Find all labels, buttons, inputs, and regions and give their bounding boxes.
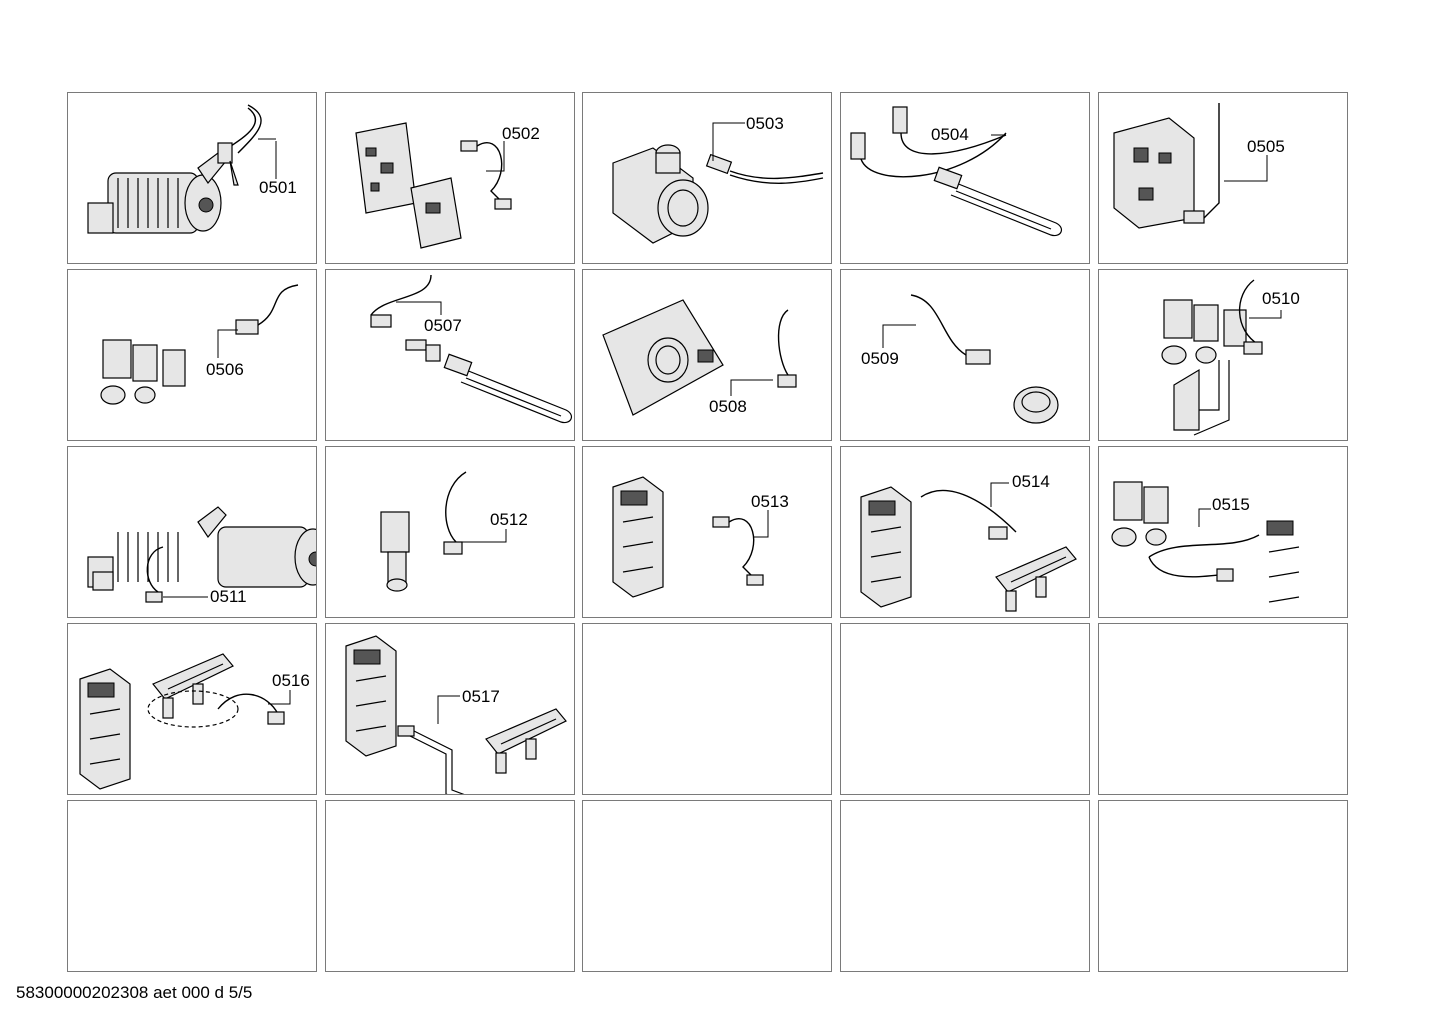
diagram-cell: 0502	[325, 92, 575, 264]
part-illustration	[79, 653, 291, 790]
diagram-cell: 0506	[67, 269, 317, 441]
part-number-label: 0502	[502, 124, 540, 143]
diagram-cell: 0516	[67, 623, 317, 795]
part-illustration	[602, 299, 797, 416]
part-number-label: 0509	[861, 349, 899, 368]
part-number-label: 0514	[1012, 472, 1050, 491]
part-number-label: 0506	[206, 360, 244, 379]
diagram-cell: 0509	[840, 269, 1090, 441]
diagram-cell: 0510	[1098, 269, 1348, 441]
part-number-label: 0507	[424, 316, 462, 335]
part-illustration	[345, 635, 567, 794]
diagram-cell: 0514	[840, 446, 1090, 618]
part-number-label: 0517	[462, 687, 500, 706]
diagram-cell: 0515	[1098, 446, 1348, 618]
part-illustration	[87, 506, 316, 603]
diagram-cell	[840, 623, 1090, 795]
part-number-label: 0505	[1247, 137, 1285, 156]
diagram-cell	[582, 800, 832, 972]
part-number-label: 0508	[709, 397, 747, 416]
part-number-label: 0513	[751, 492, 789, 511]
part-illustration	[87, 104, 277, 234]
diagram-cell: 0503	[582, 92, 832, 264]
diagram-cell: 0511	[67, 446, 317, 618]
part-illustration	[850, 106, 1063, 237]
diagram-cell	[582, 623, 832, 795]
part-illustration	[1161, 279, 1282, 436]
part-illustration	[380, 471, 507, 592]
diagram-cell	[67, 800, 317, 972]
part-number-label: 0504	[931, 125, 969, 144]
diagram-cell	[1098, 800, 1348, 972]
part-number-label: 0516	[272, 671, 310, 690]
diagram-cell	[840, 800, 1090, 972]
part-number-label: 0511	[210, 587, 247, 606]
document-id: 58300000202308 aet 000 d 5/5	[16, 983, 253, 1002]
diagram-cell	[1098, 623, 1348, 795]
part-number-label: 0510	[1262, 289, 1300, 308]
part-illustration	[612, 122, 824, 244]
diagram-cell: 0505	[1098, 92, 1348, 264]
diagram-cell: 0504	[840, 92, 1090, 264]
part-number-label: 0501	[259, 178, 297, 197]
part-illustration	[1111, 481, 1300, 603]
part-number-label: 0515	[1212, 495, 1250, 514]
diagram-cell: 0507	[325, 269, 575, 441]
diagram-cell: 0501	[67, 92, 317, 264]
part-number-label: 0512	[490, 510, 528, 529]
diagram-cell: 0517	[325, 623, 575, 795]
part-illustration	[860, 482, 1077, 612]
diagram-cell: 0508	[582, 269, 832, 441]
part-illustration	[882, 294, 1059, 424]
diagram-cell: 0513	[582, 446, 832, 618]
part-illustration	[370, 274, 573, 424]
diagram-cell	[325, 800, 575, 972]
part-illustration	[1113, 103, 1268, 229]
part-number-label: 0503	[746, 114, 784, 133]
part-illustration	[100, 284, 299, 405]
part-illustration	[612, 476, 769, 598]
diagram-cell: 0512	[325, 446, 575, 618]
part-illustration	[355, 122, 512, 249]
